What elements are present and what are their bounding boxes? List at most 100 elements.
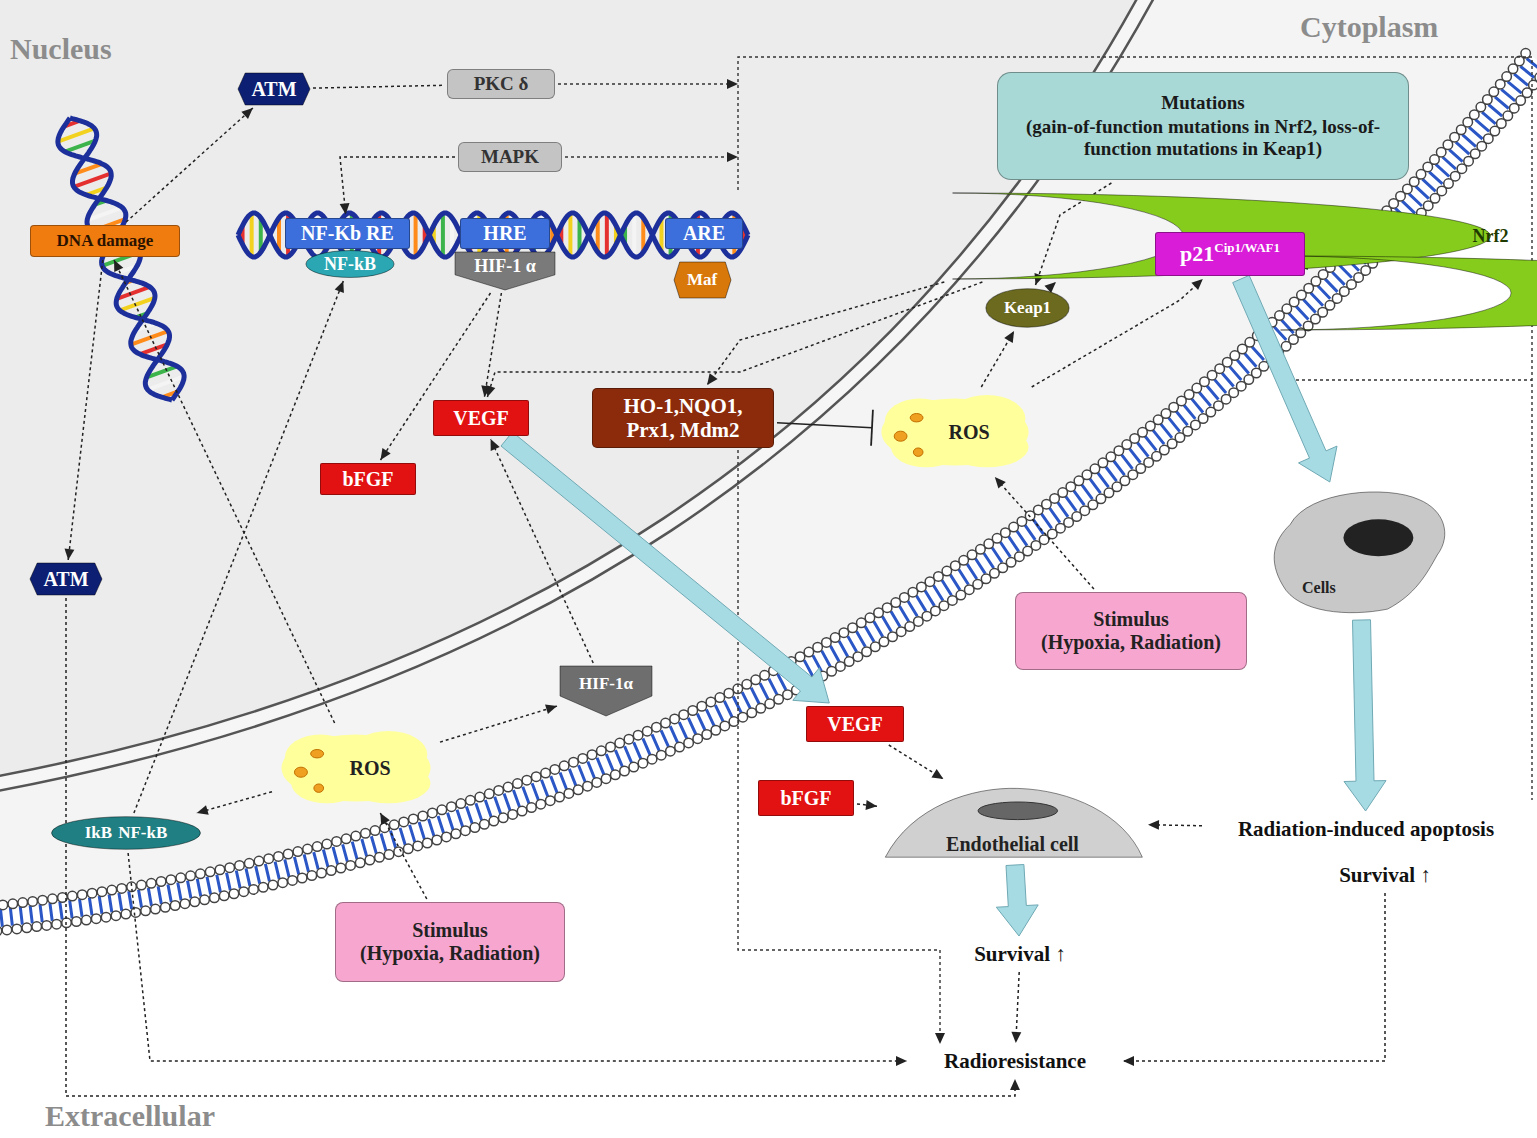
block-connector xyxy=(1344,620,1386,811)
connector-line xyxy=(889,745,944,779)
arrow-head xyxy=(1034,273,1043,285)
arrow-head xyxy=(1010,1079,1020,1090)
process-box: bFGF xyxy=(758,780,854,816)
connector-line xyxy=(128,853,907,1061)
cell-nucleus xyxy=(978,802,1058,820)
ellipse-node: NF-kB xyxy=(305,250,395,278)
dna-strand xyxy=(70,118,184,400)
region-label: Cytoplasm xyxy=(1300,10,1438,44)
membrane-heads xyxy=(0,72,1537,932)
arrow-head xyxy=(486,385,495,397)
connector xyxy=(128,853,907,1066)
process-box: p21Cip1/WAF1 xyxy=(1155,232,1305,276)
connector-line xyxy=(440,706,557,742)
ellipse-node: Keap1 xyxy=(985,288,1070,328)
node-text: (gain-of-function mutations in Nrf2, los… xyxy=(1012,116,1394,160)
connector-line xyxy=(126,108,253,222)
node-text: Survival ↑ xyxy=(974,942,1066,966)
node-text: ATM xyxy=(251,78,296,101)
hexagon-shape xyxy=(674,262,731,298)
connector xyxy=(114,260,335,723)
node-text: Stimulus xyxy=(412,919,488,942)
arrow-head xyxy=(1004,331,1014,343)
ros-dot xyxy=(894,431,907,441)
hexagon-node: ATM xyxy=(238,73,310,105)
arrow-head xyxy=(335,281,344,293)
extracellular-ground xyxy=(0,60,1537,1138)
cell-outline xyxy=(885,788,1142,857)
node-text: DNA damage xyxy=(57,231,154,251)
connector xyxy=(486,282,983,397)
connector-line xyxy=(380,813,427,899)
block-connector xyxy=(501,432,829,703)
node-text: HRE xyxy=(483,222,526,245)
process-box: bFGF xyxy=(320,463,416,495)
leader-line xyxy=(558,83,728,84)
node-text: bFGF xyxy=(780,787,831,810)
ellipse-shape xyxy=(52,817,201,850)
inhibition-bar xyxy=(871,410,873,446)
node-text: Cells xyxy=(1302,579,1336,597)
connector-line xyxy=(487,282,982,397)
base-pair xyxy=(250,214,254,257)
connector xyxy=(481,293,501,397)
process-box: DNA damage xyxy=(30,225,180,257)
connector xyxy=(1011,972,1021,1043)
membrane-core xyxy=(0,60,1537,920)
frame-lines xyxy=(558,57,1532,1036)
connector-line xyxy=(68,260,103,560)
dna-helix xyxy=(58,118,184,400)
process-box: VEGF xyxy=(806,706,904,742)
connector xyxy=(440,705,557,743)
frame-line xyxy=(738,450,940,1036)
crescent-node: Nrf2 xyxy=(722,193,1491,279)
arrow-head xyxy=(727,152,738,162)
connector xyxy=(707,282,944,385)
arrow-head xyxy=(896,1056,907,1066)
arrow-head xyxy=(545,705,557,714)
connector xyxy=(126,108,253,222)
block-arrow xyxy=(501,432,829,703)
connector xyxy=(66,598,1020,1096)
node-text: Cip1/WAF1 xyxy=(1214,241,1280,256)
connector xyxy=(995,477,1094,589)
node-text: Stimulus xyxy=(1093,608,1169,631)
connector xyxy=(65,260,103,560)
ellipse-shape xyxy=(986,289,1069,327)
arrow-head xyxy=(866,800,877,810)
node-text: Endothelial cell xyxy=(946,833,1079,856)
hexagon-shape xyxy=(30,563,102,595)
dna-strand xyxy=(238,213,748,257)
process-box: HO-1,NQO1, Prx1, Mdm2 xyxy=(592,388,774,448)
node-text: Radioresistance xyxy=(944,1049,1086,1073)
process-box: Stimulus(Hypoxia, Radiation) xyxy=(335,902,565,982)
dna-strand xyxy=(238,213,748,257)
node-text: HO-1,NQO1, Prx1, Mdm2 xyxy=(603,394,763,442)
connector-line xyxy=(707,282,944,385)
block-arrow xyxy=(1233,275,1337,482)
membrane-tails xyxy=(0,60,1537,920)
connector-line xyxy=(995,477,1094,589)
arrow-head xyxy=(491,439,500,451)
arrow-head xyxy=(65,549,75,560)
arrow-head xyxy=(114,260,123,272)
connector xyxy=(981,331,1014,387)
hexagon-shape xyxy=(238,73,310,105)
text-node: Survival ↑ xyxy=(1325,860,1445,890)
connector-line xyxy=(777,423,872,428)
process-box: Stimulus(Hypoxia, Radiation) xyxy=(1015,592,1247,670)
node-text: (Hypoxia, Radiation) xyxy=(360,942,540,965)
arrow-head xyxy=(1011,1032,1021,1043)
membrane-heads xyxy=(0,48,1530,908)
ros-cloud: ROS xyxy=(275,726,437,810)
arrow-head xyxy=(707,373,717,385)
node-text: ROS xyxy=(948,421,989,444)
process-box: MAPK xyxy=(458,142,562,172)
connector xyxy=(313,85,444,88)
nuclear-envelope xyxy=(0,0,1150,785)
node-text: p21 xyxy=(1180,241,1214,266)
process-box: VEGF xyxy=(433,400,529,436)
cell-node: Cells xyxy=(1268,485,1452,617)
connector xyxy=(340,157,455,215)
